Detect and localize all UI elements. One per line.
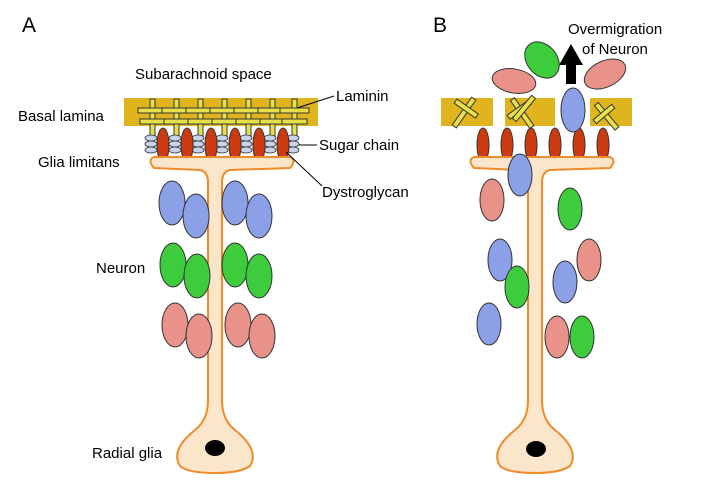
panel-a: A Subarachnoid space xyxy=(18,14,409,475)
neuron-pink xyxy=(161,302,189,348)
laminin-fragment xyxy=(592,101,620,131)
dystroglycan-leader-line xyxy=(285,151,323,187)
laminin-group xyxy=(137,98,310,138)
neuron-green xyxy=(504,265,530,309)
overmigration-arrow xyxy=(559,44,583,84)
neuron-pink xyxy=(544,315,570,359)
dystroglycan-group xyxy=(156,127,290,163)
dystroglycan-group-b xyxy=(476,127,610,163)
sugar-chain xyxy=(168,134,182,154)
nucleus xyxy=(205,440,225,456)
sugar-chain xyxy=(144,134,158,154)
neuron-green xyxy=(569,315,595,359)
laminin-fragment xyxy=(451,96,479,129)
neuron-green xyxy=(183,253,211,299)
neuron-blue xyxy=(476,302,502,346)
radial-glia-cell xyxy=(149,156,295,475)
basal-lamina-label: Basal lamina xyxy=(18,108,105,125)
panel-b-letter: B xyxy=(433,14,447,37)
sugar-chain xyxy=(239,134,253,154)
neuron-pink xyxy=(224,302,252,348)
neuron-green xyxy=(245,253,273,299)
neuron-green xyxy=(557,187,583,231)
subarachnoid-space-label: Subarachnoid space xyxy=(135,66,272,83)
neuron-blue xyxy=(507,153,533,197)
laminin-label: Laminin xyxy=(336,88,389,105)
dystroglycan-label: Dystroglycan xyxy=(322,184,409,201)
sugar-chain-group xyxy=(144,134,300,154)
laminin-fragments xyxy=(451,94,620,131)
neuron-blue xyxy=(182,193,210,239)
neuron-pink xyxy=(248,313,276,359)
neuron-pink xyxy=(479,178,505,222)
sugar-chain xyxy=(286,134,300,154)
neuron-group-b xyxy=(476,153,602,359)
sugar-chain xyxy=(263,134,277,154)
nucleus xyxy=(526,441,546,457)
neuron-pink xyxy=(583,58,627,90)
laminin-molecule xyxy=(161,98,192,138)
neuron-blue xyxy=(560,87,586,133)
overmigrated-neurons xyxy=(491,41,627,133)
neuron-green xyxy=(524,41,560,79)
overmigration-label-line1: Overmigration xyxy=(568,21,662,38)
radial-glia-label: Radial glia xyxy=(92,445,163,462)
neuron-pink xyxy=(491,68,537,94)
sugar-chain-label: Sugar chain xyxy=(319,137,399,154)
neuron-pink xyxy=(185,313,213,359)
laminin-leader-line xyxy=(296,95,335,109)
sugar-chain xyxy=(191,134,205,154)
neuron-blue xyxy=(487,238,513,282)
laminin-fragment xyxy=(511,94,537,123)
neuron-label: Neuron xyxy=(96,260,145,277)
overmigration-label-line2: of Neuron xyxy=(582,41,648,58)
neuron-pink xyxy=(576,238,602,282)
neuron-blue xyxy=(552,260,578,304)
neuron-green xyxy=(159,242,187,288)
neuron-blue xyxy=(221,180,249,226)
glia-limitans-label: Glia limitans xyxy=(38,154,120,171)
neuron-green xyxy=(221,242,249,288)
neuron-group xyxy=(158,180,276,359)
neuron-blue xyxy=(245,193,273,239)
neuron-blue xyxy=(158,180,186,226)
panel-a-letter: A xyxy=(22,14,36,37)
sugar-chain xyxy=(215,134,229,154)
panel-b: B Overmigration of Neuron xyxy=(433,14,662,475)
